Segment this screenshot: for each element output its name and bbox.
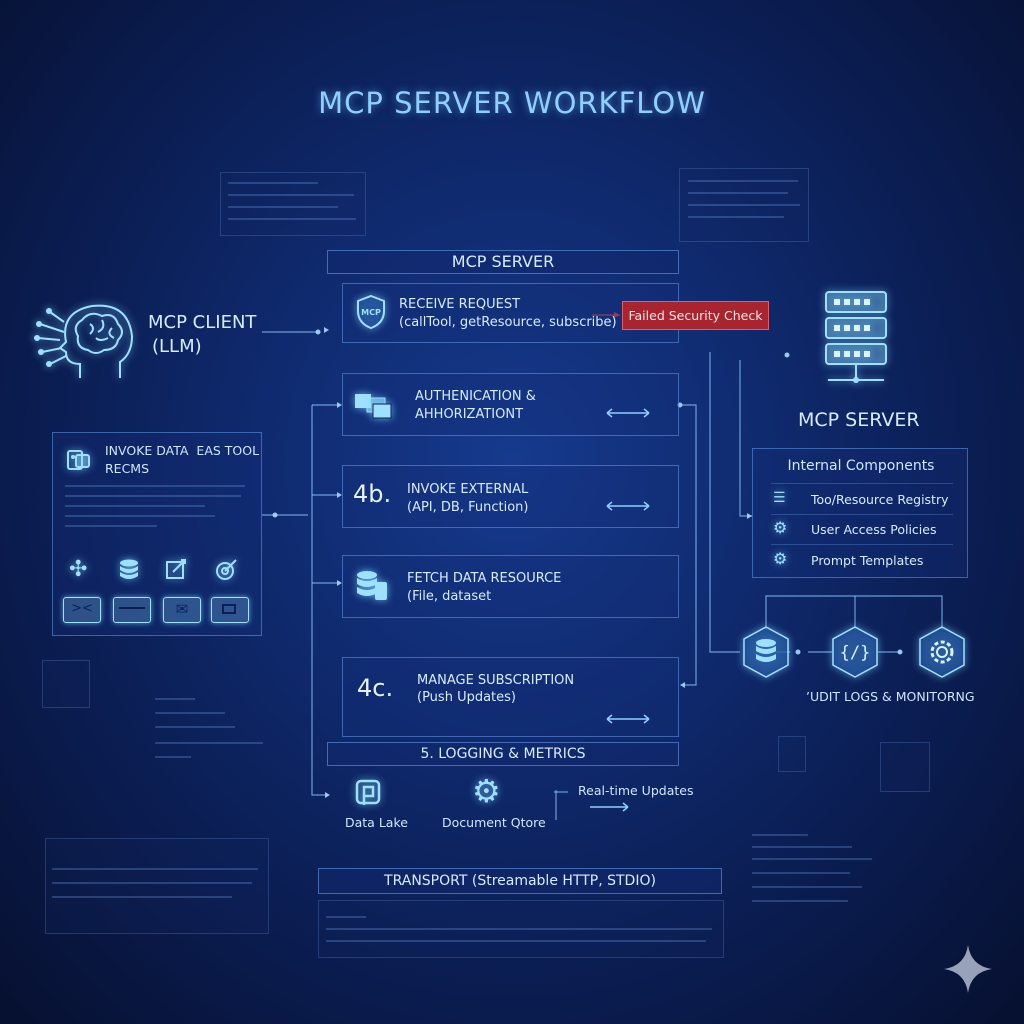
transport-bar: TRANSPORT (Streamable HTTP, STDIO) xyxy=(318,868,722,894)
gear-icon: ⚙ xyxy=(472,772,501,810)
decorative-panel xyxy=(42,660,90,708)
bidirectional-arrow-icon xyxy=(606,714,650,724)
invoke-panel-subtitle: RECMS xyxy=(105,461,150,476)
data-tool-icon xyxy=(67,450,90,470)
decorative-panel xyxy=(220,172,366,236)
sparkle-icon xyxy=(944,945,992,993)
internal-components-panel: Internal Components ☰ Too/Resource Regis… xyxy=(752,448,968,578)
database-stack-icon xyxy=(357,571,387,600)
step-authentication[interactable]: AUTHENICATION & AHHORIZATIONT xyxy=(342,373,679,436)
decorative-panel xyxy=(318,900,724,958)
components-title: Internal Components xyxy=(787,458,935,474)
data-lake-label: Data Lake xyxy=(345,815,408,830)
step-subtitle: (API, DB, Function) xyxy=(407,500,529,515)
brain-head-icon xyxy=(34,304,134,378)
component-label: Too/Resource Registry xyxy=(811,492,949,507)
step-manage-subscription[interactable]: 4c. MANAGE SUBSCRIPTION (Push Updates) xyxy=(342,657,679,737)
step-title: INVOKE EXTERNAL xyxy=(407,482,529,497)
mcp-shield-icon xyxy=(357,294,385,330)
terminal-icon xyxy=(113,597,151,623)
step-title: MANAGE SUBSCRIPTION xyxy=(417,673,575,688)
step-number: 4b. xyxy=(353,480,392,508)
realtime-updates-label: Real-time Updates xyxy=(578,783,694,798)
bidirectional-arrow-icon xyxy=(606,501,650,511)
component-label: User Access Policies xyxy=(811,522,937,537)
component-item[interactable]: ⚙ User Access Policies xyxy=(771,514,953,545)
audit-logs-label: ’UDIT LOGS & MONITORNG xyxy=(806,689,975,704)
network-icon: ✣ xyxy=(69,557,88,582)
step-number: 4c. xyxy=(357,674,394,702)
step-subtitle: AHHORIZATIONT xyxy=(415,407,524,422)
security-error-badge: Failed Security Check xyxy=(622,301,769,330)
decorative-panel xyxy=(778,736,806,772)
step-subtitle: (callTool, getResource, subscribe) xyxy=(399,315,617,330)
right-server-label: MCP SERVER xyxy=(798,409,920,431)
decorative-panel xyxy=(880,742,930,792)
decorative-panel xyxy=(45,838,269,934)
edit-target-icon xyxy=(216,559,237,580)
step-title: AUTHENICATION & xyxy=(415,389,536,404)
component-item[interactable]: ⚙ Prompt Templates xyxy=(771,545,953,575)
database-icon xyxy=(120,559,138,579)
decorative-panel xyxy=(679,168,809,242)
arrow-right-icon xyxy=(590,802,629,812)
mcp-badge: MCP xyxy=(361,308,381,317)
component-label: Prompt Templates xyxy=(811,553,924,568)
step-subtitle: (File, dataset xyxy=(407,589,492,604)
bidirectional-arrow-icon xyxy=(606,408,650,418)
gear-icon: ⚙ xyxy=(773,518,788,537)
edit-target-icon xyxy=(166,559,186,579)
code-brackets-icon: >< xyxy=(63,597,101,623)
id-cards-icon xyxy=(355,394,392,419)
mail-icon: ✉ xyxy=(163,597,201,623)
client-sublabel: (LLM) xyxy=(152,336,202,357)
database-hex-icon xyxy=(743,626,789,678)
code-hex-icon: {/} xyxy=(832,626,878,678)
step-subtitle: (Push Updates) xyxy=(417,690,516,705)
step-fetch-data[interactable]: FETCH DATA RESOURCE (File, dataset xyxy=(342,555,679,618)
step-title: RECEIVE REQUEST xyxy=(399,297,521,312)
gear-icon: ⚙ xyxy=(773,549,788,568)
document-store-label: Document Qtore xyxy=(442,815,546,830)
page-title: MCP SERVER WORKFLOW xyxy=(318,86,706,120)
gear-hex-icon xyxy=(919,626,965,678)
component-item[interactable]: ☰ Too/Resource Registry xyxy=(771,483,953,515)
window-icon xyxy=(211,597,249,623)
logging-metrics-bar: 5. LOGGING & METRICS xyxy=(327,742,679,766)
invoke-data-panel: INVOKE DATA EAS TOOL RECMS ✣ >< ✉ xyxy=(52,432,262,636)
list-icon: ☰ xyxy=(773,490,786,506)
server-header: MCP SERVER xyxy=(327,250,679,274)
step-invoke-external[interactable]: 4b. INVOKE EXTERNAL (API, DB, Function) xyxy=(342,465,679,528)
invoke-panel-title: INVOKE DATA EAS TOOL xyxy=(105,443,260,458)
svg-text:{/}: {/} xyxy=(840,643,871,663)
step-title: FETCH DATA RESOURCE xyxy=(407,571,562,586)
data-lake-icon xyxy=(355,779,381,805)
server-rack-icon xyxy=(825,291,887,383)
client-label: MCP CLIENT xyxy=(148,312,257,333)
